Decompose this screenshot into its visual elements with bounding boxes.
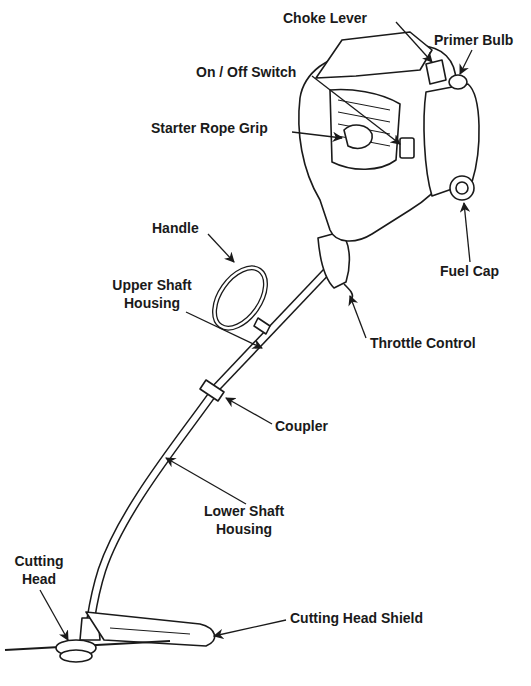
- leader-line: [166, 458, 246, 504]
- leader-line: [312, 76, 400, 144]
- leader-line: [208, 234, 234, 262]
- handle-clamp: [254, 318, 270, 334]
- lower-shaft-fill: [90, 392, 214, 624]
- leader-line: [460, 50, 472, 74]
- primer-bulb: [449, 75, 467, 89]
- engine-top-cover: [316, 32, 432, 78]
- lower-shaft-outline: [90, 392, 214, 624]
- part-label: Handle: [152, 219, 199, 237]
- part-label: On / Off Switch: [196, 63, 296, 81]
- part-label: Cutting Head Shield: [290, 609, 423, 627]
- throttle-trigger: [344, 284, 353, 298]
- leader-line: [214, 620, 286, 636]
- leader-line: [226, 398, 272, 424]
- part-label: Fuel Cap: [440, 262, 499, 280]
- leader-line: [40, 590, 68, 640]
- spool-bump-knob: [60, 650, 92, 662]
- shield-rib: [110, 628, 190, 634]
- on-off-switch: [400, 138, 414, 158]
- part-label: Starter Rope Grip: [151, 119, 268, 137]
- part-label: Upper Shaft Housing: [104, 276, 200, 312]
- leader-line: [186, 312, 262, 348]
- starter-grip: [344, 125, 372, 148]
- choke-lever: [426, 60, 446, 84]
- part-label: Throttle Control: [370, 334, 476, 352]
- cutting-head-shield: [86, 612, 215, 646]
- leader-line: [350, 296, 366, 338]
- fuel-cap-inner: [456, 182, 468, 194]
- coupler-shape: [200, 380, 224, 401]
- part-label: Lower Shaft Housing: [196, 502, 292, 538]
- engine-side-panel: [330, 90, 400, 170]
- leader-line: [292, 132, 342, 138]
- part-label: Primer Bulb: [434, 31, 513, 49]
- part-label: Choke Lever: [283, 9, 367, 27]
- leader-line: [396, 22, 432, 62]
- part-label: Cutting Head: [8, 552, 70, 588]
- fuel-cap: [450, 176, 474, 200]
- part-label: Coupler: [275, 417, 328, 435]
- leader-line: [464, 203, 470, 262]
